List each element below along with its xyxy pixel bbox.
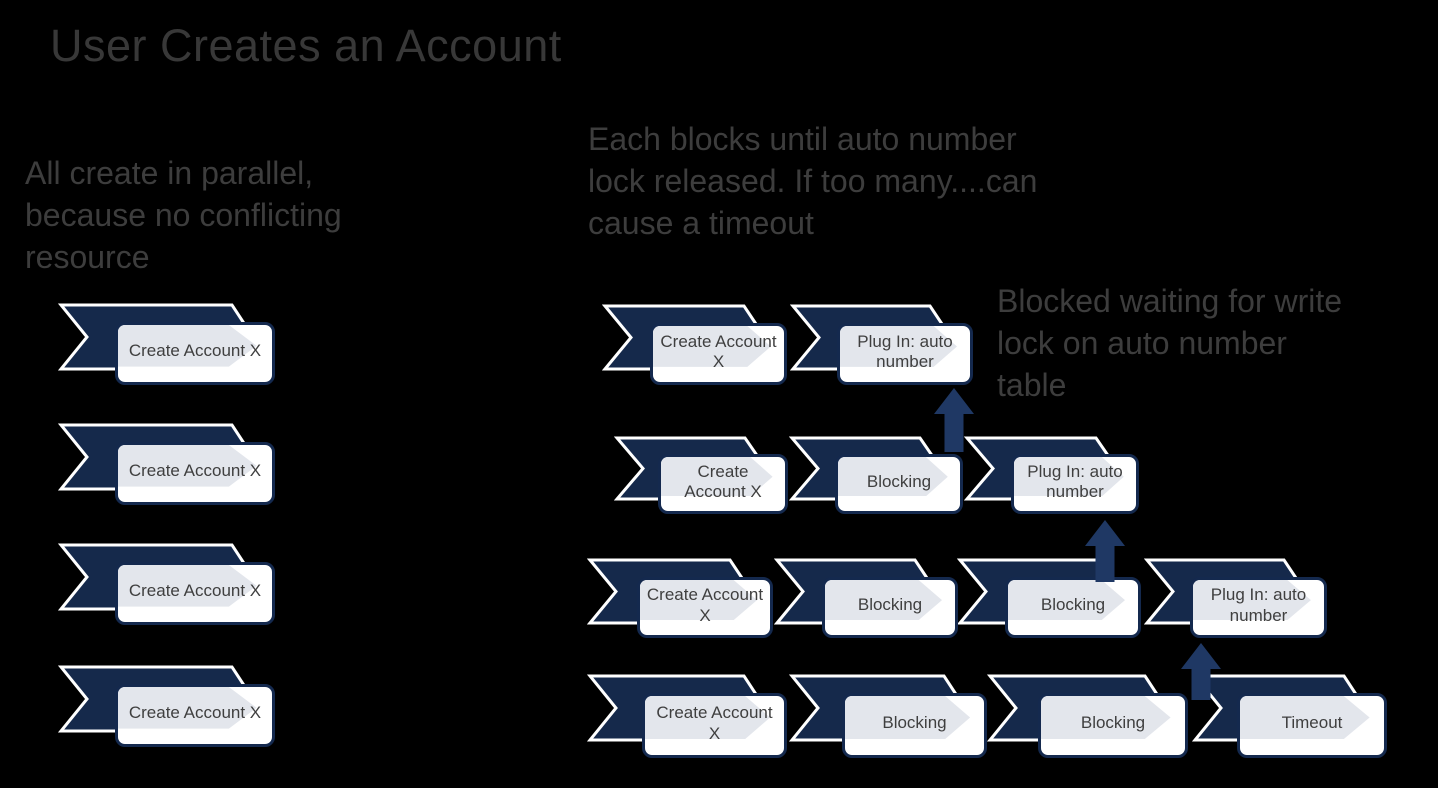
process-step-label: Create Account X bbox=[660, 331, 777, 371]
annotation-lock-note: Blocked waiting for write lock on auto n… bbox=[997, 283, 1343, 403]
chevron-watermark-icon bbox=[838, 457, 948, 497]
chevron-watermark-icon bbox=[1008, 580, 1125, 621]
up-arrow-2-icon bbox=[1085, 520, 1125, 582]
process-step-label: Plug In: auto number bbox=[857, 331, 953, 371]
chevron-watermark-icon bbox=[840, 326, 957, 367]
process-step-box: Create Account X bbox=[115, 322, 275, 385]
chevron-watermark-icon bbox=[118, 687, 257, 729]
process-step-label: Create Account X bbox=[128, 461, 262, 481]
process-step-label: Blocking bbox=[1040, 595, 1106, 615]
process-step-label: Create Account X bbox=[684, 461, 762, 501]
up-arrow-1-icon bbox=[934, 388, 974, 452]
process-step-box: Create Account X bbox=[642, 693, 787, 758]
process-step-label: Blocking bbox=[866, 471, 932, 491]
process-step-box: Plug In: auto number bbox=[1190, 577, 1327, 638]
process-step-box: Create Account X bbox=[115, 442, 275, 505]
slide-title: User Creates an Account bbox=[50, 20, 562, 71]
process-step-label: Create Account X bbox=[128, 341, 262, 361]
process-step-box: Create Account X bbox=[637, 577, 773, 638]
process-step-box: Blocking bbox=[835, 454, 963, 514]
process-step-label: Blocking bbox=[882, 713, 947, 733]
process-step-label: Create Account X bbox=[128, 581, 262, 601]
chevron-watermark-icon bbox=[661, 457, 773, 497]
process-step-box: Create Account X bbox=[115, 684, 275, 747]
chevron-watermark-icon bbox=[825, 580, 942, 621]
process-step-label: Create Account X bbox=[646, 585, 764, 625]
chevron-watermark-icon bbox=[118, 445, 257, 487]
annotation-parallel-note: All create in parallel, because no confl… bbox=[25, 155, 342, 275]
chevron-watermark-icon bbox=[1041, 696, 1171, 740]
chevron-watermark-icon bbox=[118, 325, 257, 367]
chevron-watermark-icon bbox=[118, 565, 257, 607]
chevron-watermark-icon bbox=[653, 326, 771, 367]
chevron-watermark-icon bbox=[1193, 580, 1311, 621]
up-arrow-3-icon bbox=[1181, 643, 1221, 700]
chevron-watermark-icon bbox=[645, 696, 771, 740]
process-step-box: Create Account X bbox=[650, 323, 787, 385]
annotation-blocking-note: Each blocks until auto number lock relea… bbox=[588, 121, 1038, 241]
process-step-box: Create Account X bbox=[658, 454, 788, 514]
chevron-watermark-icon bbox=[845, 696, 971, 740]
process-step-box: Plug In: auto number bbox=[1011, 454, 1139, 514]
chevron-watermark-icon bbox=[640, 580, 757, 621]
process-step-label: Plug In: auto number bbox=[1210, 585, 1307, 625]
process-step-label: Plug In: auto number bbox=[1027, 461, 1123, 501]
process-step-box: Plug In: auto number bbox=[837, 323, 973, 385]
chevron-watermark-icon bbox=[1240, 696, 1370, 740]
process-step-label: Timeout bbox=[1281, 713, 1343, 733]
chevron-watermark-icon bbox=[1014, 457, 1124, 497]
process-step-label: Create Account X bbox=[128, 703, 262, 723]
process-step-box: Create Account X bbox=[115, 562, 275, 625]
process-step-label: Create Account X bbox=[656, 703, 773, 743]
process-step-box: Blocking bbox=[842, 693, 987, 758]
process-step-box: Timeout bbox=[1237, 693, 1387, 758]
process-step-box: Blocking bbox=[1038, 693, 1188, 758]
process-step-label: Blocking bbox=[857, 595, 923, 615]
process-step-label: Blocking bbox=[1080, 713, 1146, 733]
process-step-box: Blocking bbox=[822, 577, 958, 638]
process-step-box: Blocking bbox=[1005, 577, 1141, 638]
